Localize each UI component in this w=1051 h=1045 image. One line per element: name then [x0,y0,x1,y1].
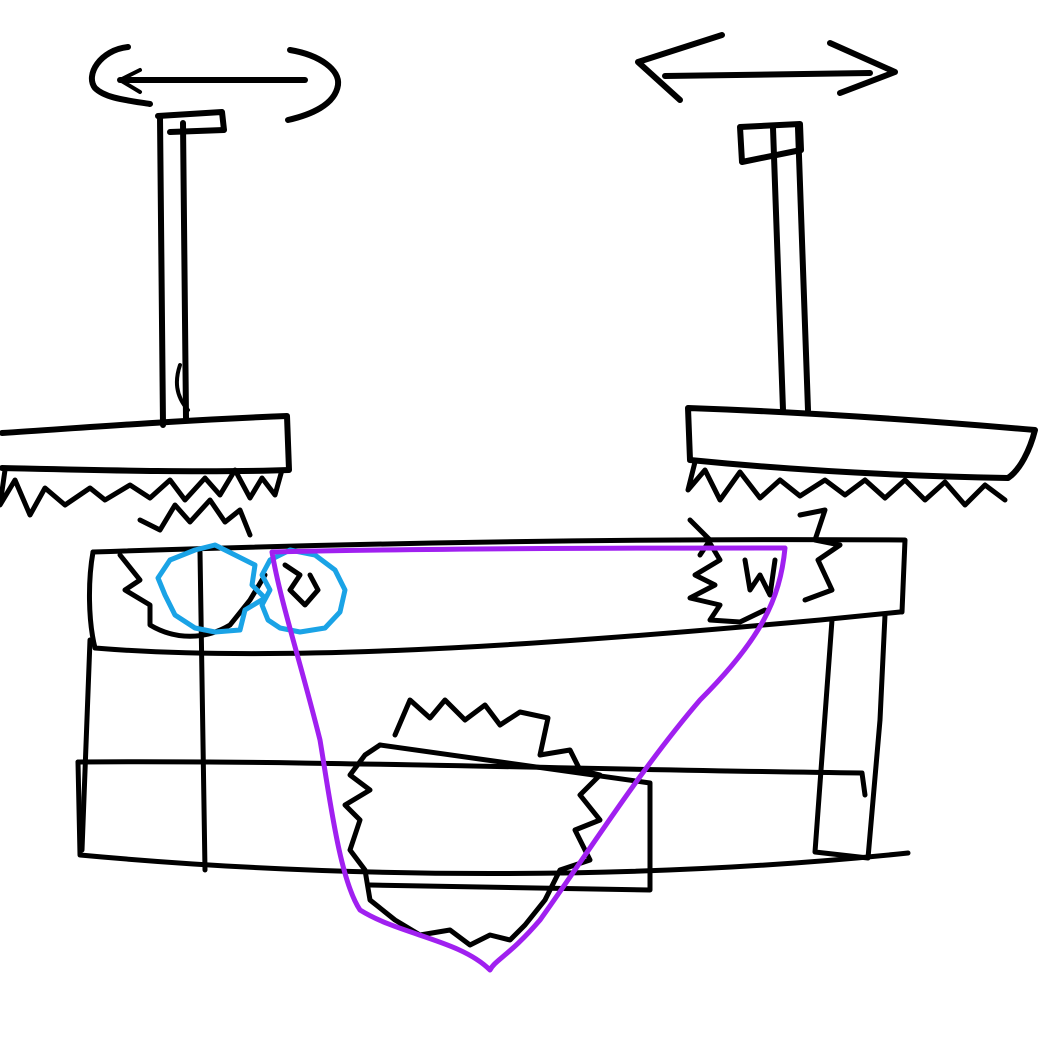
right-platform [685,405,1038,603]
double-arrow-icon [635,32,898,103]
splat-center [342,697,603,948]
main-stage [75,537,911,893]
blue-outline-right [259,547,348,635]
splat-right [687,537,778,625]
curved-double-arrow-icon [88,44,342,123]
splat-left [117,552,321,639]
blue-outline-left [155,542,268,635]
left-post [155,109,227,428]
right-post [737,121,811,413]
purple-outline [269,545,788,973]
left-platform [0,413,292,538]
